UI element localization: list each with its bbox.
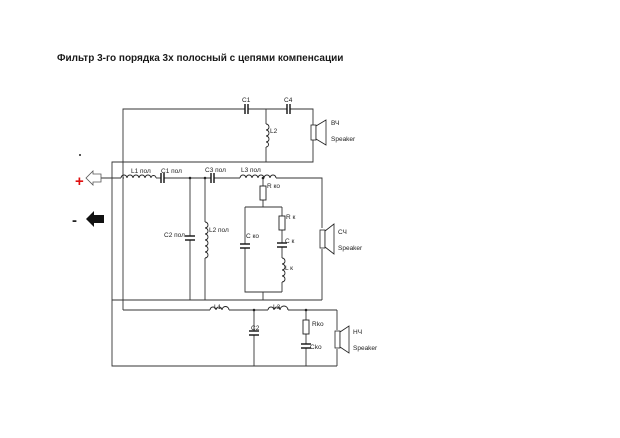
- capacitor-c1: [244, 104, 249, 114]
- wire-to-mf-speaker: [276, 177, 323, 228]
- speaker-hf-band: ВЧ: [331, 120, 339, 127]
- speaker-lf-icon: [334, 325, 350, 354]
- speaker-hf-label: Speaker: [331, 136, 356, 143]
- speaker-mf-band: СЧ: [338, 229, 347, 236]
- label-l1: L1: [214, 304, 222, 311]
- capacitor-c1-pol: [160, 173, 165, 183]
- label-c1-pol: C1 пол: [161, 168, 182, 175]
- inductor-l2: [265, 123, 270, 148]
- capacitor-c-k: [277, 242, 287, 248]
- junction-dot: [261, 176, 265, 180]
- wire-cko-bottom: [244, 248, 282, 293]
- junction-dot: [304, 308, 308, 312]
- speaker-mf-label: Speaker: [338, 245, 363, 252]
- diagram-title: Фильтр 3-го порядка 3х полосный с цепями…: [57, 53, 344, 64]
- resistor-r-k: [278, 215, 286, 231]
- capacitor-c4: [286, 104, 291, 114]
- junction-dot: [203, 176, 207, 180]
- minus-terminal-label: -: [72, 212, 77, 229]
- label-l2-pol: L2 пол: [209, 227, 229, 234]
- speaker-hf-icon: [310, 119, 327, 146]
- inductor-l1: [209, 306, 230, 311]
- label-cko: Cko: [310, 344, 322, 351]
- inductor-l-k: [281, 257, 286, 283]
- label-l2: L2: [270, 128, 278, 135]
- wires: [101, 108, 338, 367]
- speaker-lf-band: НЧ: [353, 329, 362, 336]
- junction-dot: [252, 308, 256, 312]
- capacitor-c-ko: [240, 243, 250, 249]
- inductor-l3: [267, 305, 289, 311]
- label-l1-pol: L1 пол: [131, 168, 151, 175]
- wire-rko-bottom: [262, 200, 282, 208]
- label-c1: C1: [242, 97, 251, 104]
- label-l3-pol: L3 пол: [241, 167, 261, 174]
- label-c2: C2: [251, 325, 260, 332]
- speaker-lf-label: Speaker: [353, 345, 378, 352]
- speaker-mf-icon: [319, 223, 335, 255]
- capacitor-cko: [301, 343, 311, 349]
- resistor-r-ko: [259, 185, 267, 201]
- inductor-l3-pol: [239, 174, 277, 179]
- label-c-k: С к: [285, 238, 295, 245]
- capacitor-c2-pol: [185, 235, 195, 241]
- wire-c4-hf-speaker: [290, 108, 314, 125]
- label-rko: Rko: [312, 321, 324, 328]
- plus-terminal-label: +: [75, 173, 84, 190]
- wire-hf-feed: [122, 108, 245, 166]
- label-c-ko: С ко: [246, 233, 259, 240]
- plus-terminal-arrow-icon: [85, 170, 102, 186]
- inductor-l2-pol: [204, 221, 209, 259]
- label-r-k: R к: [286, 214, 296, 221]
- label-c2-pol: C2 пол: [164, 232, 185, 239]
- label-c4: C4: [284, 97, 293, 104]
- label-r-ko: R ко: [267, 183, 280, 190]
- wire-hf-return: [111, 140, 314, 310]
- stray-dot: [79, 154, 81, 156]
- resistor-rko: [302, 319, 310, 335]
- inductor-l1-pol: [120, 174, 157, 179]
- minus-terminal-arrow-icon: [86, 211, 104, 227]
- capacitor-c3-pol: [210, 173, 215, 183]
- junction-dot: [188, 176, 192, 180]
- wire-lf-ground: [111, 310, 337, 367]
- capacitor-c2: [249, 330, 259, 336]
- label-c3-pol: C3 пол: [205, 167, 226, 174]
- label-l-k: L к: [285, 265, 293, 272]
- label-l3: L3: [273, 304, 281, 311]
